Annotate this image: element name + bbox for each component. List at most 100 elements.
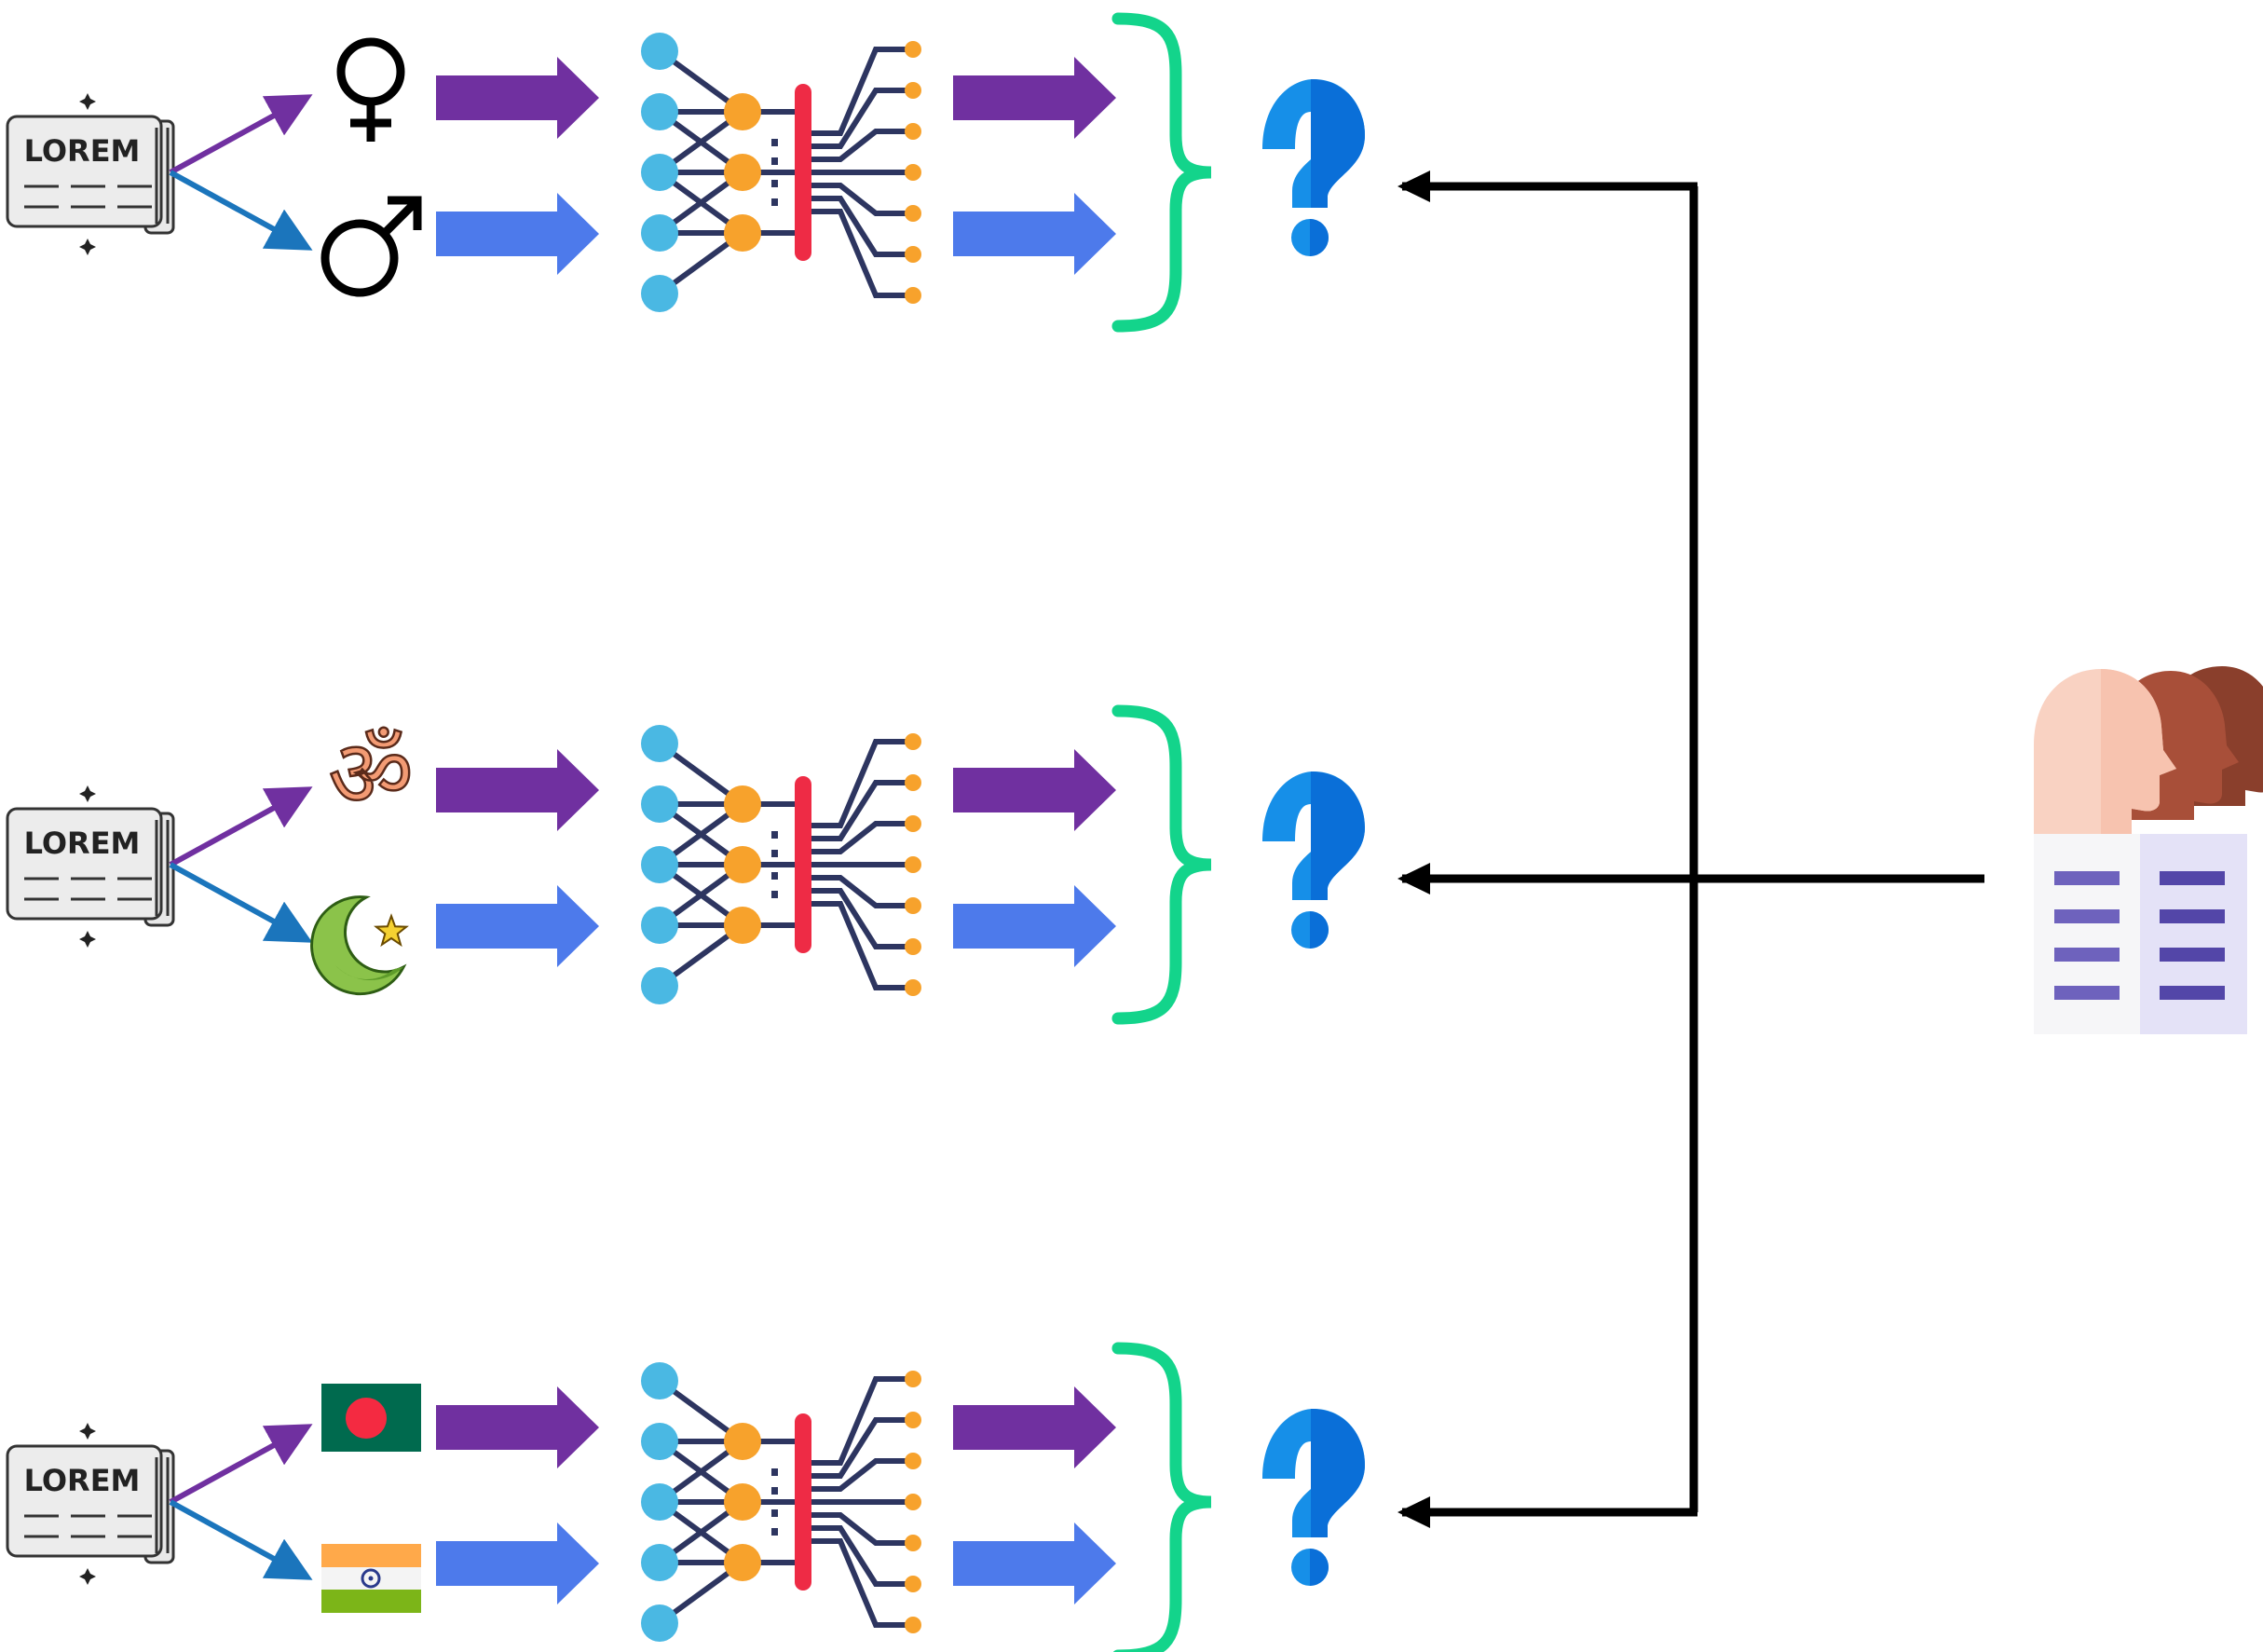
row-nation: LOREM (6, 1342, 1365, 1652)
newspaper-label: LOREM (24, 826, 141, 861)
output-node (905, 1494, 921, 1510)
neural-network-icon (641, 725, 921, 1004)
input-node (641, 1423, 678, 1460)
male-symbol-icon (320, 196, 422, 297)
neural-network-icon (641, 1362, 921, 1642)
newspaper-icon: LOREM (6, 93, 175, 255)
network-dot (771, 1468, 778, 1476)
split-arrow-top (169, 786, 313, 867)
sparkle-icon (79, 1423, 96, 1440)
output-node (905, 774, 921, 791)
output-node (905, 287, 921, 304)
sparkle-icon (79, 785, 96, 802)
network-wires (657, 739, 911, 990)
sparkle-icon (79, 1568, 96, 1585)
newspaper-icon: LOREM (6, 785, 175, 948)
hidden-node (724, 93, 761, 130)
newspaper-label: LOREM (24, 1463, 141, 1498)
network-dot (771, 1528, 778, 1536)
feedback-connector (1402, 182, 1984, 1517)
split-arrow-top (169, 94, 313, 175)
network-dot (771, 1487, 778, 1495)
output-node (905, 815, 921, 832)
neural-network-icon (641, 33, 921, 312)
question-shade (1311, 1409, 1365, 1537)
hidden-node (724, 846, 761, 883)
split-arrow-bottom (169, 862, 313, 943)
network-dot (771, 180, 778, 187)
question-shade (1311, 79, 1365, 208)
input-arrow-bottom (436, 885, 599, 967)
network-bar (795, 84, 811, 261)
arrowhead-middle (1397, 863, 1430, 894)
star-icon (374, 913, 409, 948)
question-shade (1311, 771, 1365, 900)
om-symbol-icon: ॐ (328, 719, 413, 828)
output-node (905, 1617, 921, 1633)
newspaper-icon: LOREM (6, 1423, 175, 1585)
hidden-node (724, 214, 761, 252)
network-dot (771, 198, 778, 206)
hidden-node (724, 154, 761, 191)
network-dot (771, 157, 778, 165)
output-arrow-bottom (953, 193, 1116, 275)
question-dot-shade (1310, 219, 1329, 256)
input-arrow-top (436, 1386, 599, 1468)
arrowhead-bottom (1397, 1496, 1430, 1528)
network-bar (795, 776, 811, 953)
hidden-node (724, 785, 761, 823)
crescent-star-icon (310, 895, 409, 996)
input-node (641, 846, 678, 883)
network-wires (657, 47, 911, 298)
network-dot (771, 831, 778, 839)
network-dot (771, 850, 778, 857)
output-node (905, 41, 921, 58)
output-node (905, 246, 921, 263)
input-arrow-top (436, 749, 599, 831)
output-node (905, 1535, 921, 1551)
sparkle-icon (79, 93, 96, 110)
input-node (641, 275, 678, 312)
output-arrow-bottom (953, 1522, 1116, 1604)
network-dot (771, 139, 778, 146)
input-node (641, 93, 678, 130)
chakra-icon (361, 1568, 381, 1589)
output-node (905, 938, 921, 955)
input-arrow-bottom (436, 1522, 599, 1604)
connector-arrowheads (1397, 171, 1430, 1528)
network-bar (795, 1413, 811, 1591)
network-dot (771, 872, 778, 880)
input-node (641, 154, 678, 191)
input-node (641, 1544, 678, 1581)
india-flag-icon (321, 1544, 421, 1613)
question-mark-icon (1262, 1409, 1365, 1586)
sparkle-icon (79, 931, 96, 948)
output-node (905, 856, 921, 873)
question-dot-shade (1310, 1549, 1329, 1586)
bangladesh-flag-icon (321, 1384, 421, 1452)
question-mark-icon (1262, 771, 1365, 949)
input-node (641, 967, 678, 1004)
output-node (905, 733, 921, 750)
row-religion: LOREM ॐ (6, 704, 1365, 1025)
curly-brace (1111, 12, 1212, 333)
input-node (641, 33, 678, 70)
question-dot-shade (1310, 911, 1329, 949)
output-node (905, 1576, 921, 1592)
output-node (905, 164, 921, 181)
arrowhead-top (1397, 171, 1430, 202)
output-arrow-top (953, 749, 1116, 831)
output-node (905, 205, 921, 222)
hidden-node (724, 907, 761, 944)
output-node (905, 82, 921, 99)
input-node (641, 1362, 678, 1399)
input-node (641, 1483, 678, 1521)
input-arrow-bottom (436, 193, 599, 275)
output-node (905, 1371, 921, 1387)
output-node (905, 123, 921, 140)
input-node (641, 785, 678, 823)
row-gender: LOREM (6, 12, 1365, 333)
input-node (641, 725, 678, 762)
network-dot (771, 891, 778, 898)
question-mark-icon (1262, 79, 1365, 256)
